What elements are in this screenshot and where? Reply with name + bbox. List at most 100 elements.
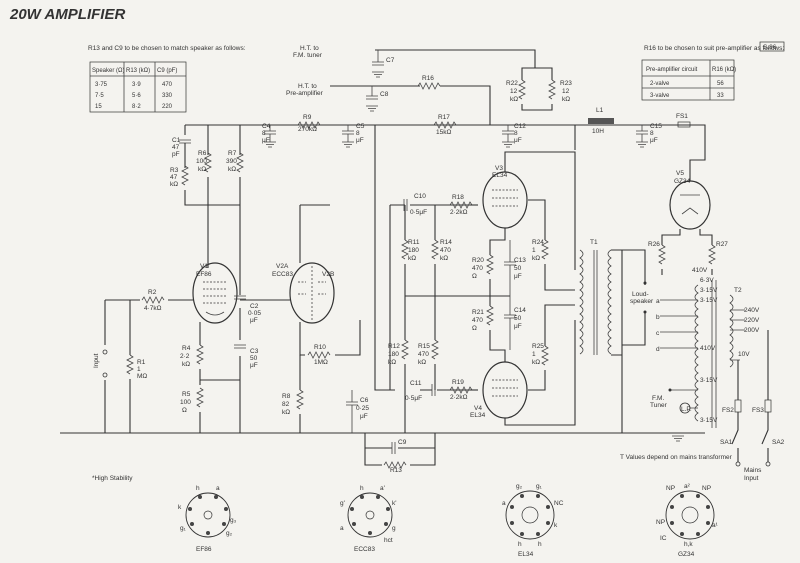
r10-label: R10 <box>314 344 326 351</box>
r3-value: 47 <box>170 174 178 181</box>
el34-base-diagram <box>505 490 555 540</box>
v4-el34-valve <box>482 361 528 419</box>
fs3-fuse <box>764 399 772 413</box>
preamp-table-cell: 3-valve <box>650 93 670 99</box>
ht-pre-label: Pre-amplifier <box>286 90 324 97</box>
mains-terminal[interactable] <box>735 461 741 467</box>
preamp-table-header: R16 (kΩ) <box>712 67 736 73</box>
gz34-pin: NP <box>656 519 665 526</box>
r20-label: R20 <box>472 257 484 264</box>
c2-unit: μF <box>250 317 258 324</box>
tap-label: 10V <box>738 351 750 358</box>
speaker-table-cell: 470 <box>162 82 173 88</box>
c15-capacitor <box>635 125 649 148</box>
fs2-fuse <box>734 399 742 413</box>
speaker-table-cell: 330 <box>162 93 173 99</box>
ecc83-base-label: ECC83 <box>354 546 375 553</box>
preamp-table: Pre-amplifier circuit R16 (kΩ) 2-valve 5… <box>641 59 736 101</box>
r14-unit: kΩ <box>440 255 448 262</box>
r7-label: R7 <box>228 150 237 157</box>
r6-label: R6 <box>198 150 207 157</box>
r12-value: 180 <box>388 351 399 358</box>
v3-el34-valve <box>482 171 528 229</box>
input-terminal[interactable] <box>102 349 108 355</box>
input-terminal[interactable] <box>102 372 108 378</box>
r23-value: 12 <box>562 88 570 95</box>
r7-value: 390 <box>226 158 237 165</box>
tap-label: 410V <box>692 267 708 274</box>
speaker-table-header: C9 (pF) <box>157 68 177 74</box>
r17-value: 15kΩ <box>436 129 451 136</box>
figure-ref: S.86 <box>763 44 777 51</box>
r22-unit: kΩ <box>510 96 518 103</box>
fm-tuner-label: F.M. <box>652 395 664 402</box>
r21-unit: Ω <box>472 325 477 332</box>
v1-label: V1 <box>200 263 208 270</box>
secondary-letter: c <box>656 330 660 337</box>
sa2-label[interactable]: SA2 <box>772 439 785 446</box>
gz34-pin: NP <box>702 485 711 492</box>
el34-pin: g₁ <box>536 483 543 490</box>
speaker-table-header: Speaker (Ω) <box>92 68 125 74</box>
ef86-pin: g₁ <box>180 525 187 532</box>
r20-value: 470 <box>472 265 483 272</box>
ef86-pin: h <box>196 485 200 492</box>
r26-label: R26 <box>648 241 660 248</box>
r10-value: 1MΩ <box>314 359 328 366</box>
ht-pre-label: H.T. to <box>298 83 317 90</box>
loudspeaker-terminal[interactable] <box>643 310 647 314</box>
r15-unit: kΩ <box>418 359 426 366</box>
c4-label: C4 <box>262 123 271 130</box>
t2-label: T2 <box>734 287 742 294</box>
c12-unit: μF <box>514 137 522 144</box>
v3-type: EL34 <box>492 172 508 179</box>
r12-label: R12 <box>388 343 400 350</box>
sa1-label[interactable]: SA1 <box>720 439 733 446</box>
c14-value: 50 <box>514 315 522 322</box>
r11-unit: kΩ <box>408 255 416 262</box>
loudspeaker-terminal[interactable] <box>643 281 647 285</box>
c3-capacitor <box>234 344 246 349</box>
tap-label: 3·15V <box>700 377 718 384</box>
c5-capacitor <box>341 125 355 148</box>
c8-symbol <box>366 86 378 100</box>
v2a-label: V2A <box>276 263 289 270</box>
r14-value: 470 <box>440 247 451 254</box>
tap-label: 240V <box>744 307 760 314</box>
c15-value: 8 <box>650 130 654 137</box>
r5-value: 100 <box>180 399 191 406</box>
c11-label: C11 <box>410 380 422 387</box>
c2-capacitor <box>234 295 246 300</box>
speaker-table-cell: 5·6 <box>132 93 141 99</box>
tap-label: 3·15V <box>700 417 718 424</box>
ecc83-pin: hct <box>384 537 393 544</box>
speaker-table: Speaker (Ω) R13 (kΩ) C9 (pF) 3·75 3·9 47… <box>89 61 187 113</box>
v3-label: V3 <box>495 165 503 172</box>
page-title: 20W AMPLIFIER <box>9 6 125 23</box>
r19-label: R19 <box>452 379 464 386</box>
preamp-table-header: Pre-amplifier circuit <box>646 67 698 73</box>
secondary-letter: a <box>656 298 660 305</box>
mains-terminal[interactable] <box>765 461 771 467</box>
note-r16: R16 to be chosen to suit pre-amplifier a… <box>644 45 784 52</box>
loudspeaker-label: Loud- <box>632 291 649 298</box>
r11-label: R11 <box>408 239 420 246</box>
fs1-fuse <box>677 121 691 128</box>
r8-value: 82 <box>282 401 290 408</box>
ecc83-pin: a <box>340 525 344 532</box>
ef86-pin: g₃ <box>230 517 237 524</box>
gz34-pin: h,k <box>684 541 693 548</box>
loudspeaker-label: speaker <box>630 298 654 305</box>
l1-choke <box>588 118 614 124</box>
gz34-pin: NP <box>666 485 675 492</box>
r9-value: 270kΩ <box>298 126 317 133</box>
speaker-table-cell: 8·2 <box>132 104 141 110</box>
c13-unit: μF <box>514 273 522 280</box>
r22-value: 12 <box>510 88 518 95</box>
speaker-table-cell: 7·5 <box>95 93 104 99</box>
high-stability-note: *High Stability <box>92 475 133 482</box>
gz34-pin: IC <box>660 535 667 542</box>
ef86-pin: k <box>178 504 182 511</box>
r25-unit: kΩ <box>532 359 540 366</box>
preamp-table-cell: 2-valve <box>650 81 670 87</box>
